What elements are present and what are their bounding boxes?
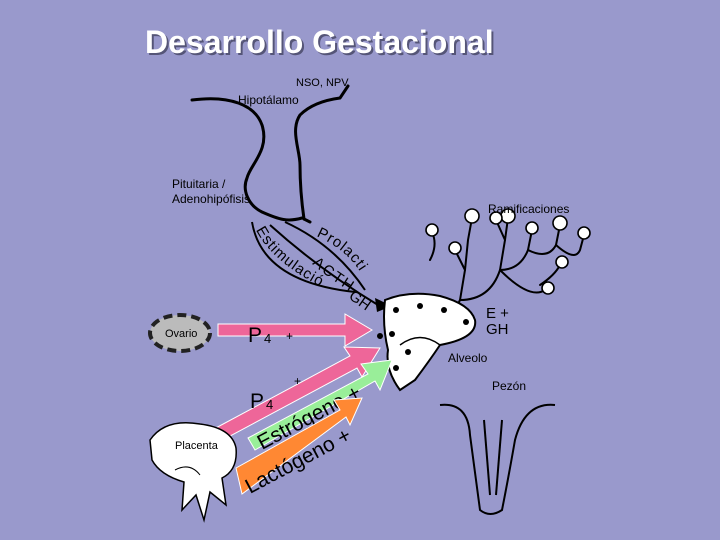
pituitaria-label-line1: Pituitaria /	[172, 177, 226, 191]
ovario-label: Ovario	[165, 328, 197, 340]
alveolo-label: Alveolo	[448, 351, 488, 365]
e-plus-label: E +	[486, 305, 509, 322]
hypothalamus-outline	[190, 84, 350, 224]
ovary	[148, 313, 212, 353]
nipple	[439, 403, 556, 515]
stimulation-arrows	[251, 221, 379, 306]
estrogeno-arrow	[247, 359, 393, 451]
lactogeno-arrow	[235, 397, 363, 495]
pituitaria-label-line2: Adenohipófisis	[172, 192, 250, 206]
pezon-label: Pezón	[492, 379, 526, 393]
alveolus	[377, 292, 477, 392]
estimulacion-label: Estimulación	[0, 0, 327, 290]
ramificaciones-label: Ramificaciones	[488, 202, 569, 216]
prolactina-label: Prolactina	[0, 0, 371, 274]
nso-npv-label: NSO, NPV	[296, 77, 349, 89]
alveolar-buds	[425, 208, 591, 295]
slide-title: Desarrollo Gestacional	[145, 24, 494, 60]
placenta	[149, 422, 237, 523]
p4-ovary-arrow	[217, 313, 373, 347]
placenta-label: Placenta	[175, 440, 219, 452]
plus-lower-label: +	[294, 374, 301, 388]
gh-right-label: GH	[486, 321, 509, 338]
hipotalamo-label: Hipotálamo	[238, 93, 299, 107]
plus-upper-label: +	[286, 329, 293, 343]
